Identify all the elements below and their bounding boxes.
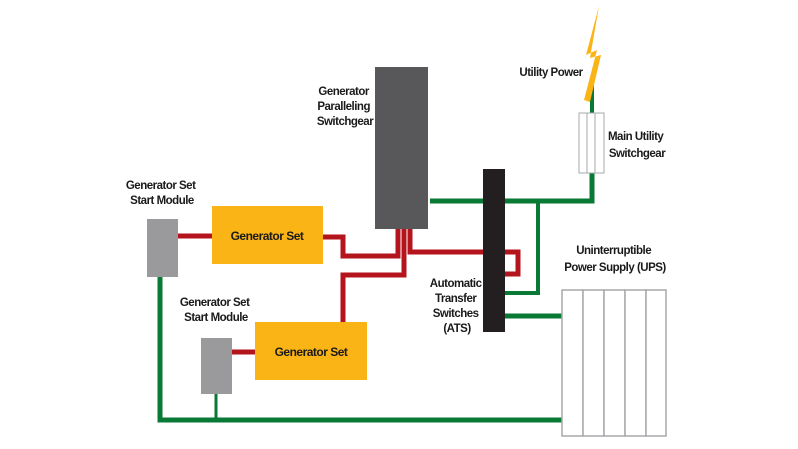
label-line: Transfer [435, 293, 477, 305]
utility-to-switchgear-line [430, 172, 595, 204]
start-module-1 [147, 219, 178, 277]
label-line: (ATS) [443, 323, 471, 335]
ups-label: Uninterruptible Power Supply (UPS) [564, 245, 666, 274]
label-line: Generator [318, 86, 369, 98]
label-line: Automatic [430, 278, 483, 290]
main-utility-switchgear [578, 112, 605, 174]
start-module-2-label: Generator Set Start Module [180, 297, 252, 324]
label-line: Power Supply (UPS) [564, 262, 666, 274]
bottom-bus-line [157, 277, 562, 423]
ups-cabinet [561, 289, 667, 437]
start-module-2 [201, 338, 232, 394]
label-line: Generator Set [126, 180, 196, 192]
generator-2-to-switchgear-line [340, 228, 407, 322]
power-wiring [178, 228, 521, 355]
ats-label: Automatic Transfer Switches (ATS) [430, 278, 484, 335]
generator-set-2-label: Generator Set [275, 345, 348, 359]
label-line: Start Module [184, 312, 248, 324]
label-line: Switches [433, 308, 479, 320]
lightning-bolt-icon [584, 6, 601, 102]
label-line: Start Module [130, 195, 194, 207]
main-utility-switchgear-label: Main Utility Switchgear [608, 131, 666, 160]
paralleling-switchgear [375, 67, 428, 229]
paralleling-switchgear-label: Generator Paralleling Switchgear [317, 86, 374, 128]
label-line: Generator Set [180, 297, 250, 309]
utility-power-label: Utility Power [519, 67, 583, 79]
automatic-transfer-switches [483, 169, 505, 332]
label-line: Switchgear [317, 116, 374, 128]
generator-set-1 [212, 206, 323, 264]
start-module-1-label: Generator Set Start Module [126, 180, 198, 207]
label-line: Switchgear [609, 148, 666, 160]
label-line: Paralleling [317, 101, 370, 113]
switchgear-to-ats-line [407, 228, 521, 277]
generator-1-to-switchgear-line [323, 228, 401, 259]
ats-to-ups-upper-line [505, 201, 540, 295]
label-line: Uninterruptible [576, 245, 651, 257]
generator-set-2 [255, 322, 367, 380]
label-line: Main Utility [608, 131, 664, 143]
generator-set-1-label: Generator Set [231, 229, 304, 243]
